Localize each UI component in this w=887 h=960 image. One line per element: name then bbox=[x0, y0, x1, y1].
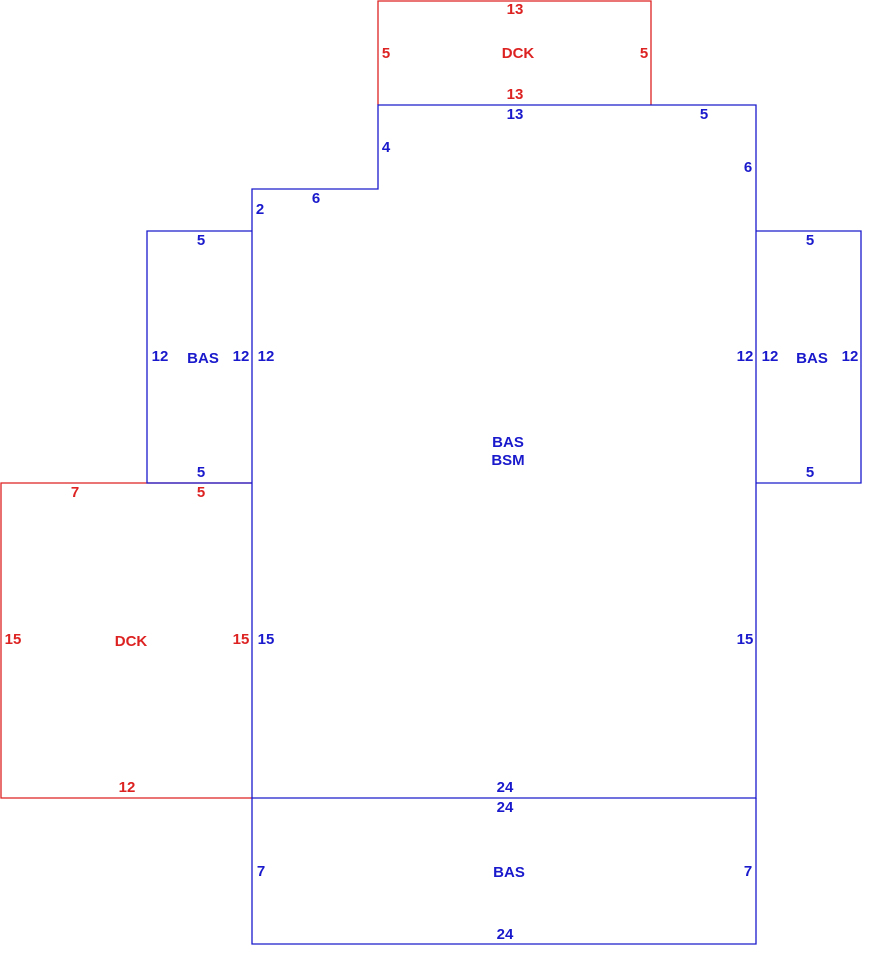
dim-left-bump-bottom: 5 bbox=[197, 464, 205, 481]
dim-left-deck-right: 15 bbox=[233, 631, 250, 648]
dim-right-bump-right: 12 bbox=[842, 348, 859, 365]
dim-main-right-upper: 6 bbox=[744, 159, 752, 176]
dim-bottom-bottom: 24 bbox=[497, 926, 514, 943]
dim-top-deck-right: 5 bbox=[640, 45, 648, 62]
bottom-area-outline bbox=[251, 798, 757, 945]
dim-main-top-right: 5 bbox=[700, 106, 708, 123]
dim-main-notch-vert: 4 bbox=[382, 139, 391, 156]
left-deck-outline bbox=[0, 482, 252, 799]
dim-left-bump-left: 12 bbox=[152, 348, 169, 365]
dim-left-deck-left: 15 bbox=[5, 631, 22, 648]
dim-main-notch-small: 2 bbox=[256, 201, 264, 218]
dim-right-bump-bottom: 5 bbox=[806, 464, 814, 481]
dim-main-left-upper: 12 bbox=[258, 348, 275, 365]
dim-top-deck-top: 13 bbox=[507, 1, 524, 18]
dim-main-left-lower: 15 bbox=[258, 631, 275, 648]
dim-left-bump-top: 5 bbox=[197, 232, 205, 249]
top-deck-outline bbox=[377, 0, 652, 105]
dim-top-deck-bottom: 13 bbox=[507, 86, 524, 103]
dim-left-deck-top-a: 7 bbox=[71, 484, 79, 501]
dim-left-deck-top-b: 5 bbox=[197, 484, 205, 501]
left-deck-label: DCK bbox=[115, 633, 148, 650]
main-area-label-2: BSM bbox=[491, 452, 524, 469]
dim-left-deck-bottom: 12 bbox=[119, 779, 136, 796]
dim-right-bump-left: 12 bbox=[762, 348, 779, 365]
right-bump-outline bbox=[756, 230, 862, 484]
dim-main-right-lower: 15 bbox=[737, 631, 754, 648]
dim-main-top: 13 bbox=[507, 106, 524, 123]
dim-bottom-top: 24 bbox=[497, 799, 514, 816]
dim-left-bump-right: 12 bbox=[233, 348, 250, 365]
left-bump-label: BAS bbox=[187, 350, 219, 367]
left-bump-outline bbox=[146, 230, 252, 484]
bottom-area-label: BAS bbox=[493, 864, 525, 881]
right-bump-label: BAS bbox=[796, 350, 828, 367]
dim-main-bottom: 24 bbox=[497, 779, 514, 796]
dim-bottom-right: 7 bbox=[744, 863, 752, 880]
dim-main-notch-horiz: 6 bbox=[312, 190, 320, 207]
dim-right-bump-top: 5 bbox=[806, 232, 814, 249]
dim-top-deck-left: 5 bbox=[382, 45, 390, 62]
dim-main-right-mid: 12 bbox=[737, 348, 754, 365]
top-deck-label: DCK bbox=[502, 45, 535, 62]
dim-bottom-left: 7 bbox=[257, 863, 265, 880]
main-area-label-1: BAS bbox=[492, 434, 524, 451]
